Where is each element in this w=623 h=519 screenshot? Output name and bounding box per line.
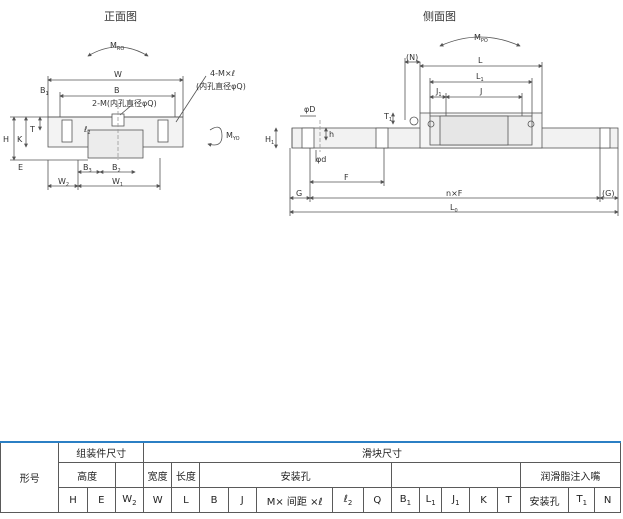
th-mount-hole: 安装孔	[199, 462, 392, 488]
front-view-title: 正面图	[104, 10, 137, 23]
label-l2: ℓ2	[83, 125, 91, 136]
side-view-labels: MPO (N) L L1 J1 J T1 φD h φd H1 F G n×F …	[265, 33, 614, 214]
label-h: H	[3, 135, 9, 144]
side-view	[274, 36, 619, 216]
rail-front	[87, 129, 144, 159]
col-header: N	[594, 487, 621, 513]
side-view-title: 侧面图	[423, 10, 456, 23]
label-t1: T1	[383, 112, 392, 123]
label-e: E	[18, 163, 23, 172]
col-header: L	[171, 487, 201, 513]
th-grease: 润滑脂注入嘴	[519, 462, 622, 488]
label-h1: H1	[265, 135, 274, 146]
label-hole4: 4-M×ℓ	[210, 69, 235, 78]
front-view-labels: MRO W B1 B 4-M×ℓ (内孔直径φQ) 2-M(内孔直径φQ) T …	[3, 41, 246, 188]
label-w2: W2	[58, 177, 69, 188]
col-header: J1	[441, 487, 471, 513]
label-w1: W1	[112, 177, 123, 188]
label-b3: B3	[83, 163, 92, 174]
col-header: B1	[390, 487, 421, 513]
moment-mp-arrow	[439, 36, 521, 47]
label-b2: B2	[112, 163, 121, 174]
label-n: (N)	[406, 53, 418, 62]
col-header: T	[496, 487, 521, 513]
col-header: T1	[568, 487, 596, 513]
label-hole2: 2-M(内孔直径φQ)	[92, 98, 157, 108]
technical-drawing: MRO W B1 B 4-M×ℓ (内孔直径φQ) 2-M(内孔直径φQ) T …	[3, 33, 619, 216]
front-view	[10, 46, 223, 190]
col-header: B	[199, 487, 229, 513]
label-j1: J1	[435, 87, 442, 98]
th-model: 形号	[0, 441, 60, 513]
th-length: 长度	[171, 462, 201, 488]
col-header: J	[227, 487, 257, 513]
col-header: H	[58, 487, 88, 513]
col-header: L1	[419, 487, 443, 513]
moment-my-arrow	[207, 126, 223, 147]
label-k: K	[17, 135, 23, 144]
col-header: W2	[114, 487, 145, 513]
label-phi-d-big: φD	[304, 105, 315, 114]
th-height: 高度	[58, 462, 116, 488]
label-j: J	[479, 87, 482, 96]
label-l1: L1	[476, 72, 484, 83]
label-t: T	[29, 125, 35, 134]
col-header: E	[86, 487, 116, 513]
th-block: 滑块尺寸	[143, 441, 621, 463]
label-h-small: h	[329, 130, 334, 139]
col-header: K	[469, 487, 498, 513]
col-header: ℓ2	[332, 487, 364, 513]
label-b1: B1	[40, 86, 49, 97]
col-header: M× 间距 ×ℓ	[255, 487, 334, 513]
label-w: W	[114, 70, 122, 79]
label-g: G	[296, 189, 302, 198]
label-my: MYO	[226, 131, 240, 142]
label-g2: (G)	[602, 189, 614, 198]
label-nf: n×F	[446, 189, 463, 198]
label-f: F	[344, 173, 349, 182]
th-width: 宽度	[143, 462, 173, 488]
label-phi-d-small: φd	[316, 155, 326, 164]
label-l: L	[478, 56, 483, 65]
label-mr: MRO	[110, 41, 124, 52]
col-header: 安装孔	[519, 487, 570, 513]
col-header: W	[143, 487, 173, 513]
label-hole4-note: (内孔直径φQ)	[196, 81, 246, 91]
moment-mr-arrow	[87, 46, 149, 57]
label-mp: MPO	[474, 33, 488, 44]
label-l0: L0	[450, 203, 458, 214]
col-header: Q	[362, 487, 392, 513]
th-assembly: 组装件尺寸	[58, 441, 145, 463]
label-b: B	[114, 86, 120, 95]
